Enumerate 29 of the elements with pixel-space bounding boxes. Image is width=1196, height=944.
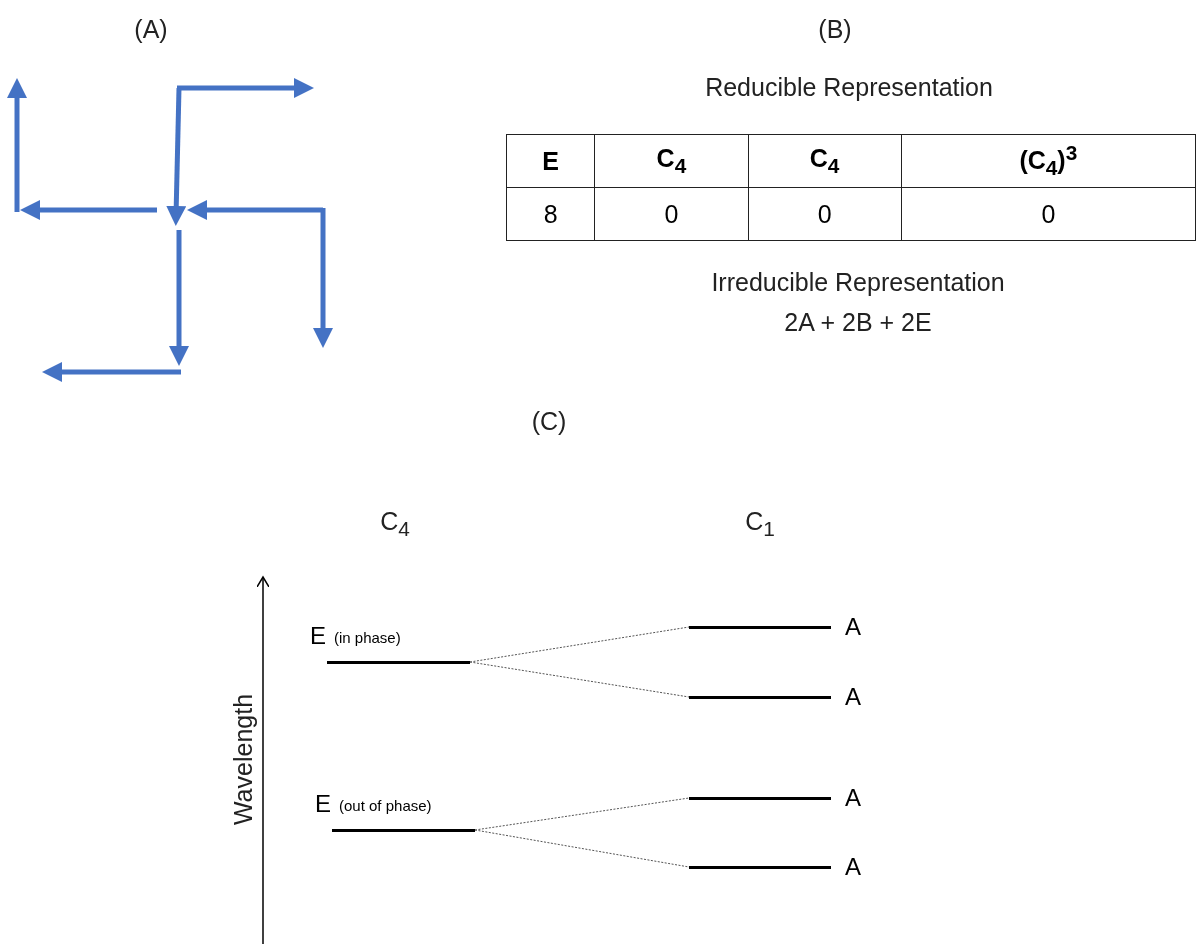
level-label: A xyxy=(845,683,861,711)
table-title: Reducible Representation xyxy=(705,73,993,102)
panel-label: (C) xyxy=(531,407,567,436)
panel-label: (A) xyxy=(134,15,168,44)
level-note: (in phase) xyxy=(334,629,401,646)
correlation-line xyxy=(474,829,690,868)
level-label: A xyxy=(845,784,861,812)
formula-text: 2A + 2B + 2E xyxy=(784,308,932,337)
group-label: C$_{1}$ xyxy=(745,507,775,541)
table-cell: 0 xyxy=(748,187,902,241)
table-cell: 8 xyxy=(506,187,595,241)
header-cell: C$_{4}$ xyxy=(748,134,902,188)
group-label: C$_{4}$ xyxy=(380,507,410,541)
correlation-line xyxy=(469,626,690,663)
level-label: A xyxy=(845,853,861,881)
level-label: E xyxy=(310,622,326,650)
header-cell: (C$_{4}$)$^{3}$ xyxy=(901,134,1196,188)
correlation-line xyxy=(469,661,690,698)
header-cell: C$_{4}$ xyxy=(594,134,748,188)
heading: Irreducible Representation xyxy=(711,268,1005,297)
level-label: E xyxy=(315,790,331,818)
table-cell: 0 xyxy=(901,187,1196,241)
table-cell: 0 xyxy=(594,187,748,241)
panel-label: (B) xyxy=(818,15,852,44)
axis-label: Wavelength xyxy=(228,693,258,826)
correlation-line xyxy=(474,797,690,831)
level-note: (out of phase) xyxy=(339,797,432,814)
header-cell: E xyxy=(506,134,595,188)
level-label: A xyxy=(845,613,861,641)
